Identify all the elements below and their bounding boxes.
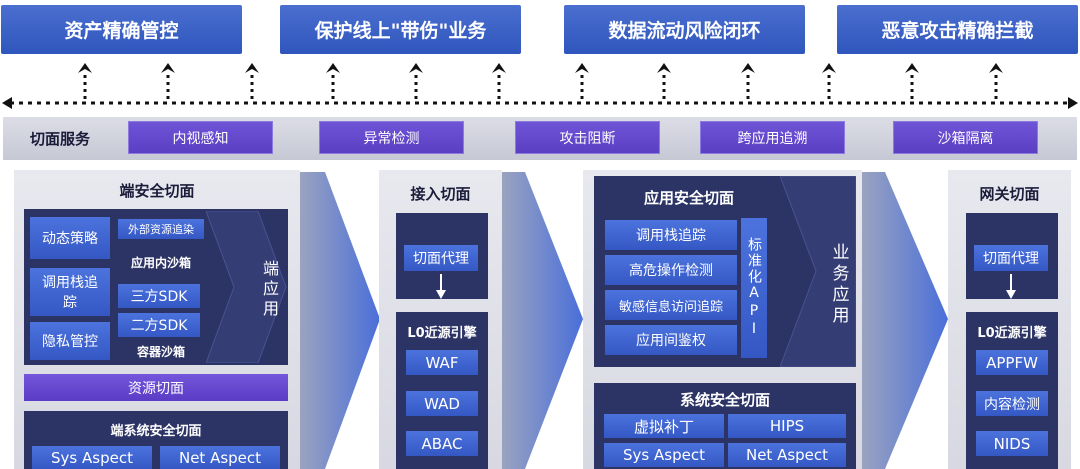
up-arrow-head xyxy=(161,63,175,73)
gateway-nids: NIDS xyxy=(976,431,1048,456)
container-sandbox-label: 容器沙箱 xyxy=(136,344,185,359)
gateway-title: 网关切面 xyxy=(979,184,1040,203)
access-proxy: 切面代理 xyxy=(404,245,478,271)
up-arrow-head xyxy=(822,63,836,73)
up-arrow-head xyxy=(741,63,755,73)
access-engine-title: L0近源引擎 xyxy=(407,325,477,341)
app-sys-aspect: Sys Aspect xyxy=(604,443,724,467)
app-net-aspect: Net Aspect xyxy=(728,443,846,467)
goal-attack-block: 恶意攻击精确拦截 xyxy=(837,5,1078,54)
service-cross-app-trace: 跨应用追溯 xyxy=(700,121,845,154)
hips: HIPS xyxy=(728,414,846,438)
chevron-3 xyxy=(862,172,948,469)
app-sensitive-access-trace: 敏感信息访问追踪 xyxy=(605,290,737,320)
app-security-title: 应用安全切面 xyxy=(643,188,734,207)
endpoint-system-title: 端系统安全切面 xyxy=(110,423,202,439)
privacy-control: 隐私管控 xyxy=(30,322,110,360)
arrow-left-head xyxy=(2,97,12,109)
app-callstack-trace: 调用栈追踪 xyxy=(605,220,737,250)
endpoint-net-aspect: Net Aspect xyxy=(160,446,280,469)
up-arrow-head xyxy=(245,63,259,73)
service-anomaly-detect: 异常检测 xyxy=(319,121,464,154)
chevron-2 xyxy=(502,172,583,469)
access-waf: WAF xyxy=(406,350,478,375)
service-inner-perception: 内视感知 xyxy=(128,121,273,154)
gateway-content-detect: 内容检测 xyxy=(976,391,1048,416)
service-sandbox-isolate: 沙箱隔离 xyxy=(893,121,1038,154)
flow-chevrons xyxy=(300,172,948,469)
arrow-right-head xyxy=(1068,97,1078,109)
endpoint-title: 端安全切面 xyxy=(119,181,195,200)
business-app-label: 业务应用 xyxy=(828,243,849,327)
access-wad: WAD xyxy=(406,391,478,416)
dynamic-policy: 动态策略 xyxy=(30,217,110,259)
endpoint-app-label: 端应用 xyxy=(260,260,279,320)
service-band-label: 切面服务 xyxy=(29,130,90,148)
third-party-sdk: 三方SDK xyxy=(118,284,200,308)
standard-api: 标准化API xyxy=(741,218,767,358)
external-resource: 外部资源追染 xyxy=(118,219,204,239)
connector-arrows xyxy=(2,63,1078,109)
goal-asset-control: 资产精确管控 xyxy=(1,5,242,54)
endpoint-app-chevron xyxy=(206,211,287,363)
up-arrow-head xyxy=(905,63,919,73)
up-arrow-head xyxy=(989,63,1003,73)
endpoint-sys-aspect: Sys Aspect xyxy=(32,446,152,469)
app-risky-op-detect: 高危操作检测 xyxy=(605,255,737,285)
gateway-down-arrow xyxy=(1006,274,1016,299)
app-inter-auth: 应用间鉴权 xyxy=(605,325,737,355)
gateway-engine-title: L0近源引擎 xyxy=(977,325,1047,341)
chevron-1 xyxy=(300,172,380,469)
up-arrow-head xyxy=(326,63,340,73)
virtual-patch: 虚拟补丁 xyxy=(604,414,724,438)
service-attack-block: 攻击阻断 xyxy=(515,121,660,154)
gateway-appfw: APPFW xyxy=(976,350,1048,375)
goal-protect-business: 保护线上"带伤"业务 xyxy=(280,5,521,54)
up-arrow-head xyxy=(657,63,671,73)
business-app-chevron xyxy=(780,176,856,367)
up-arrow-head xyxy=(492,63,506,73)
second-party-sdk: 二方SDK xyxy=(118,313,200,337)
access-down-arrow xyxy=(436,274,446,299)
goal-data-flow-loop: 数据流动风险闭环 xyxy=(564,5,805,54)
app-system-title: 系统安全切面 xyxy=(679,390,770,409)
access-title: 接入切面 xyxy=(410,184,471,203)
resource-aspect: 资源切面 xyxy=(24,374,288,401)
app-sandbox-label: 应用内沙箱 xyxy=(130,255,191,270)
up-arrow-head xyxy=(78,63,92,73)
gateway-proxy: 切面代理 xyxy=(974,245,1048,271)
callstack-trace: 调用栈追踪 xyxy=(30,268,110,316)
up-arrow-head xyxy=(575,63,589,73)
up-arrow-head xyxy=(409,63,423,73)
access-abac: ABAC xyxy=(406,431,478,456)
